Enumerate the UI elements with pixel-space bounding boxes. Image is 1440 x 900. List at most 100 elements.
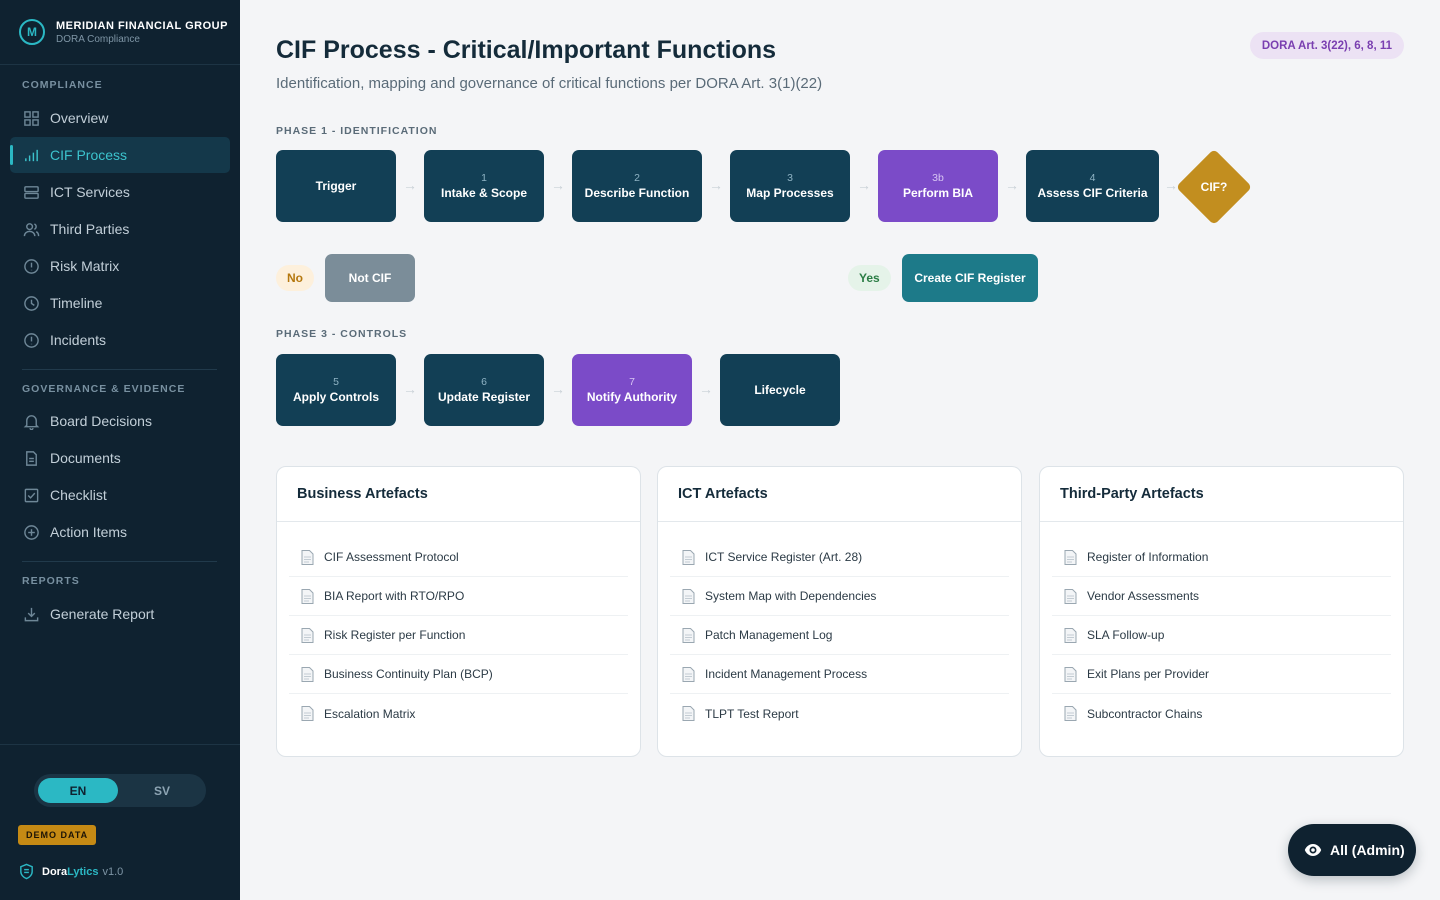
role-switch-button[interactable]: All (Admin) [1288, 824, 1416, 876]
phase3-label: PHASE 3 - CONTROLS [276, 328, 408, 340]
sidebar-item-label: Action Items [50, 524, 128, 540]
step-describe-function[interactable]: 2 Describe Function [572, 150, 702, 222]
users-icon [22, 220, 40, 238]
brand-name: MERIDIAN FINANCIAL GROUP [56, 19, 228, 32]
step-label: Apply Controls [293, 390, 379, 404]
decision-label: CIF? [1200, 180, 1228, 194]
dora-articles-badge: DORA Art. 3(22), 6, 8, 11 [1249, 32, 1404, 59]
step-update-register[interactable]: 6 Update Register [424, 354, 544, 426]
step-label: Lifecycle [754, 383, 806, 397]
brand-subtitle: DORA Compliance [56, 33, 140, 45]
nav-section-governance: GOVERNANCE & EVIDENCE [22, 383, 186, 395]
page-subtitle: Identification, mapping and governance o… [276, 75, 823, 92]
artefact-item[interactable]: Vendor Assessments [1052, 577, 1391, 616]
sidebar-item-board-decisions[interactable]: Board Decisions [10, 403, 230, 439]
sidebar-item-label: Board Decisions [50, 413, 152, 429]
bar-chart-icon [22, 146, 40, 164]
artefact-item[interactable]: TLPT Test Report [670, 694, 1009, 733]
sidebar-item-action-items[interactable]: Action Items [10, 514, 230, 550]
artefact-label: System Map with Dependencies [705, 589, 877, 603]
artefact-item[interactable]: Exit Plans per Provider [1052, 655, 1391, 694]
sidebar-item-cif-process[interactable]: CIF Process [10, 137, 230, 173]
artefact-label: Vendor Assessments [1087, 589, 1200, 603]
step-number: 5 [333, 376, 339, 388]
artefact-item[interactable]: CIF Assessment Protocol [289, 538, 628, 577]
artefact-item[interactable]: Risk Register per Function [289, 616, 628, 655]
artefact-label: Patch Management Log [705, 628, 833, 642]
sidebar-item-generate-report[interactable]: Generate Report [10, 596, 230, 632]
artefact-item[interactable]: Register of Information [1052, 538, 1391, 577]
brand: M MERIDIAN FINANCIAL GROUP DORA Complian… [0, 0, 240, 65]
footer-brand-name-a: Dora [42, 865, 68, 878]
document-icon [301, 706, 314, 721]
step-lifecycle[interactable]: Lifecycle [720, 354, 840, 426]
artefact-item[interactable]: Subcontractor Chains [1052, 694, 1391, 733]
divider [22, 561, 217, 562]
arrow-right-icon: → [551, 177, 565, 193]
lang-en-button[interactable]: EN [38, 778, 118, 803]
sidebar-item-timeline[interactable]: Timeline [10, 285, 230, 321]
phase1-label: PHASE 1 - IDENTIFICATION [276, 125, 438, 137]
artefact-label: Register of Information [1087, 550, 1209, 564]
step-trigger[interactable]: Trigger [276, 150, 396, 222]
sidebar-item-label: ICT Services [50, 184, 130, 200]
document-icon [301, 549, 314, 565]
nav-section-compliance: COMPLIANCE [22, 79, 103, 91]
document-icon [1064, 666, 1077, 682]
sidebar-item-risk-matrix[interactable]: Risk Matrix [10, 248, 230, 284]
card-title: Third-Party Artefacts [1040, 467, 1403, 522]
step-intake-scope[interactable]: 1 Intake & Scope [424, 150, 544, 222]
sidebar-item-ict-services[interactable]: ICT Services [10, 174, 230, 210]
sidebar-item-label: Checklist [50, 487, 107, 503]
document-icon [301, 627, 314, 643]
step-label: Describe Function [584, 186, 690, 200]
sidebar-item-incidents[interactable]: Incidents [10, 322, 230, 358]
document-icon [22, 449, 40, 467]
server-icon [22, 183, 40, 201]
step-number: 6 [481, 376, 487, 388]
artefact-item[interactable]: BIA Report with RTO/RPO [289, 577, 628, 616]
sidebar-item-overview[interactable]: Overview [10, 100, 230, 136]
step-perform-bia[interactable]: 3b Perform BIA [878, 150, 998, 222]
create-cif-register-step[interactable]: Create CIF Register [902, 254, 1038, 302]
artefact-label: TLPT Test Report [705, 706, 799, 721]
sidebar-item-label: Incidents [50, 332, 107, 348]
demo-data-badge: DEMO DATA [18, 825, 97, 845]
document-icon [682, 549, 695, 565]
sidebar-item-label: CIF Process [50, 147, 128, 163]
artefact-label: Exit Plans per Provider [1087, 667, 1210, 681]
artefact-item[interactable]: Patch Management Log [670, 616, 1009, 655]
sidebar-item-third-parties[interactable]: Third Parties [10, 211, 230, 247]
footer-version: v1.0 [102, 865, 124, 878]
artefact-item[interactable]: Business Continuity Plan (BCP) [289, 655, 628, 694]
sidebar: M MERIDIAN FINANCIAL GROUP DORA Complian… [0, 0, 240, 900]
step-number: 2 [634, 172, 640, 184]
artefact-item[interactable]: System Map with Dependencies [670, 577, 1009, 616]
step-notify-authority[interactable]: 7 Notify Authority [572, 354, 692, 426]
artefact-item[interactable]: Escalation Matrix [289, 694, 628, 733]
step-label: Map Processes [746, 186, 834, 200]
bell-icon [22, 412, 40, 430]
not-cif-result[interactable]: Not CIF [325, 254, 415, 302]
step-map-processes[interactable]: 3 Map Processes [730, 150, 850, 222]
lang-sv-button[interactable]: SV [153, 783, 170, 798]
page-title: CIF Process - Critical/Important Functio… [276, 36, 777, 64]
branch-no-pill: No [276, 265, 314, 291]
document-icon [301, 666, 314, 682]
download-icon [22, 605, 40, 623]
step-apply-controls[interactable]: 5 Apply Controls [276, 354, 396, 426]
sidebar-item-documents[interactable]: Documents [10, 440, 230, 476]
artefact-item[interactable]: SLA Follow-up [1052, 616, 1391, 655]
artefact-label: SLA Follow-up [1087, 628, 1165, 642]
step-assess-cif-criteria[interactable]: 4 Assess CIF Criteria [1026, 150, 1159, 222]
sidebar-item-checklist[interactable]: Checklist [10, 477, 230, 513]
sidebar-item-label: Generate Report [50, 606, 155, 622]
step-label: Trigger [315, 179, 357, 193]
artefact-item[interactable]: Incident Management Process [670, 655, 1009, 694]
step-number: 4 [1089, 172, 1096, 184]
arrow-right-icon: → [403, 177, 417, 193]
nav-section-reports: REPORTS [22, 575, 80, 587]
artefact-item[interactable]: ICT Service Register (Art. 28) [670, 538, 1009, 577]
artefact-label: Risk Register per Function [324, 628, 466, 642]
document-icon [1064, 588, 1077, 604]
